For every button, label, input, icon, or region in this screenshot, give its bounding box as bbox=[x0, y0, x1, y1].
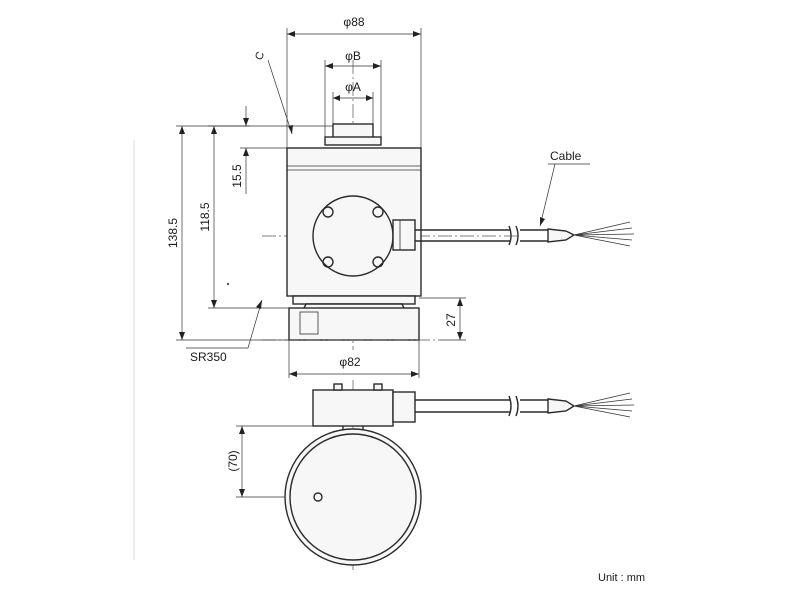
label-sr350: SR350 bbox=[190, 350, 227, 364]
chamfer-leader-arrow bbox=[288, 125, 293, 134]
dim-phi88: φ88 bbox=[343, 15, 364, 29]
unit-note: Unit : mm bbox=[598, 572, 645, 584]
dim-phiB: φB bbox=[345, 49, 361, 63]
plan-head-block bbox=[312, 389, 394, 427]
dim-phi82: φ82 bbox=[339, 355, 360, 369]
dimensions-top-view: φ88 φB φA C 138.5 118.5 15.5 bbox=[166, 15, 590, 378]
sr350-leader bbox=[186, 299, 263, 349]
plan-small-hole bbox=[313, 492, 323, 502]
plan-head-tab-left bbox=[333, 383, 343, 391]
dim-arrows-70 bbox=[239, 426, 245, 497]
chamfer-mark: C bbox=[253, 50, 267, 62]
window-screw-bl bbox=[322, 256, 334, 268]
plan-head-tab-right bbox=[373, 383, 383, 391]
plan-cable-wires bbox=[573, 392, 635, 418]
scan-dot bbox=[226, 282, 230, 286]
sr350-leader-arrow bbox=[256, 300, 262, 309]
cable-break-symbol bbox=[508, 225, 519, 246]
base-slot-left bbox=[299, 311, 319, 335]
dim-arrows-15 bbox=[243, 118, 249, 156]
cable-wires bbox=[573, 221, 635, 247]
cable-sleeve bbox=[547, 228, 576, 243]
base-block bbox=[288, 307, 420, 341]
front-elevation-view bbox=[262, 60, 635, 350]
dim-27: 27 bbox=[444, 313, 458, 327]
label-cable: Cable bbox=[550, 149, 582, 163]
plan-cable-sleeve bbox=[547, 398, 576, 414]
cable-leader-arrow bbox=[540, 217, 545, 226]
plan-cable-gland bbox=[392, 391, 416, 423]
window-screw-tr bbox=[372, 206, 384, 218]
load-button-collar bbox=[324, 136, 382, 146]
plan-cable-break bbox=[508, 395, 519, 417]
chamfer-leader bbox=[267, 59, 293, 135]
dim-70: (70) bbox=[226, 450, 240, 471]
plan-body-outer bbox=[284, 428, 422, 566]
cable-leader bbox=[539, 163, 590, 227]
dim-138-5: 138.5 bbox=[166, 218, 180, 248]
dim-118-5: 118.5 bbox=[198, 202, 212, 231]
dim-15-5: 15.5 bbox=[230, 164, 244, 188]
load-button bbox=[332, 123, 374, 139]
window-screw-br bbox=[372, 256, 384, 268]
dim-phiA: φA bbox=[345, 80, 361, 94]
plan-body-inner bbox=[289, 433, 417, 561]
body-lower-flange bbox=[292, 295, 416, 305]
window-screw-tl bbox=[322, 206, 334, 218]
cable-gland bbox=[392, 219, 416, 251]
plan-view: (70) bbox=[226, 380, 635, 570]
